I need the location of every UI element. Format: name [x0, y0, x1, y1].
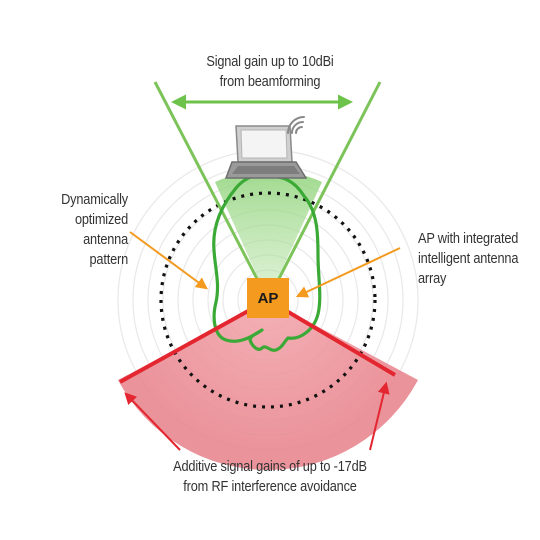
coverage-circle-dotted	[159, 191, 377, 409]
ap-arrow	[295, 247, 401, 298]
interference-label: Additive signal gains of up to -17dB fro…	[116, 457, 424, 497]
beam-line-left	[153, 81, 270, 301]
wifi-signal-icon	[287, 116, 305, 134]
antenna-pattern-label-line3: antenna	[83, 232, 128, 248]
interference-label-line2: from RF interference avoidance	[183, 479, 357, 495]
beamforming-label-line1: Signal gain up to 10dBi	[206, 54, 334, 70]
ap-description-line3: array	[418, 271, 447, 287]
beamforming-label-line2: from beamforming	[219, 74, 321, 90]
interference-arrow-right	[369, 381, 390, 451]
antenna-pattern-label: Dynamically optimized antenna pattern	[15, 190, 128, 270]
access-point-label: AP	[257, 289, 279, 307]
laptop-icon	[224, 125, 308, 179]
interference-line-right	[266, 298, 397, 377]
antenna-pattern-label-line2: optimized	[74, 212, 128, 228]
ap-description-label: AP with integrated intelligent antenna a…	[418, 229, 532, 289]
interference-line-left	[119, 298, 269, 384]
access-point-box: AP	[247, 278, 289, 318]
interference-label-line1: Additive signal gains of up to -17dB	[173, 459, 367, 475]
beam-line-right	[266, 81, 382, 301]
ap-description-line1: AP with integrated	[418, 231, 519, 247]
beamforming-label: Signal gain up to 10dBi from beamforming	[164, 52, 375, 92]
antenna-pattern	[212, 173, 322, 352]
interference-arrow-left	[124, 392, 181, 451]
ap-description-line2: intelligent antenna	[418, 251, 519, 267]
pattern-arrow	[129, 231, 208, 290]
beam-sector-fill	[215, 170, 322, 300]
interference-sector-fill	[118, 300, 418, 470]
antenna-pattern-label-line1: Dynamically	[61, 192, 128, 208]
antenna-pattern-label-line4: pattern	[89, 252, 129, 268]
